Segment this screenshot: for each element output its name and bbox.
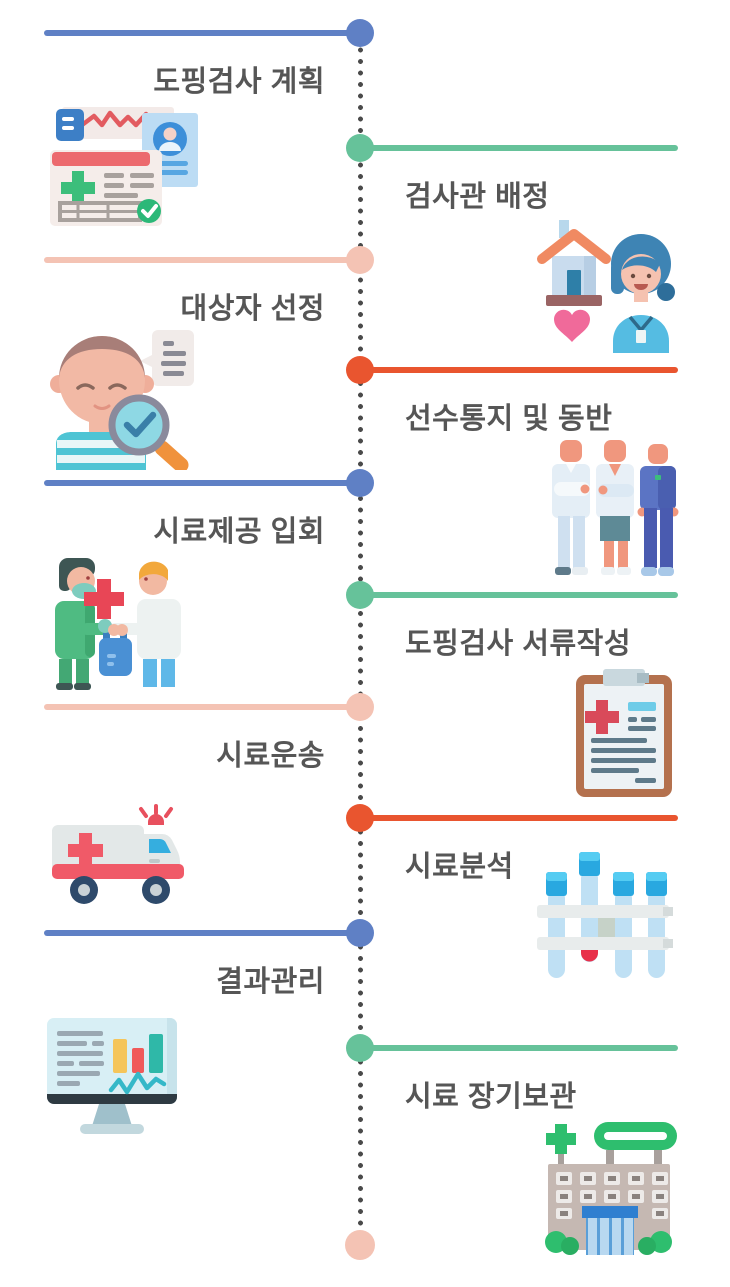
step-label: 시료분석: [405, 851, 514, 883]
athlete-magnifier-icon: [50, 330, 194, 470]
step-label: 결과관리: [216, 966, 325, 998]
timeline-node: [346, 693, 374, 721]
step-label: 시료운송: [216, 740, 325, 772]
timeline-node: [346, 919, 374, 947]
timeline-node: [346, 246, 374, 274]
connector-line: [44, 257, 360, 263]
timeline-end-node: [345, 1230, 375, 1260]
step-label: 도핑검사 서류작성: [405, 628, 631, 660]
timeline-node: [346, 356, 374, 384]
clipboard-document-icon: [576, 669, 672, 797]
step-label: 검사관 배정: [405, 181, 550, 213]
step-label: 대상자 선정: [180, 293, 325, 325]
timeline-node: [346, 469, 374, 497]
step-label: 도핑검사 계획: [153, 66, 325, 98]
connector-line: [360, 145, 678, 151]
athletes-group-icon: [552, 440, 679, 576]
connector-line: [44, 930, 360, 936]
hospital-building-icon: [545, 1122, 677, 1255]
connector-line: [44, 30, 360, 36]
medical-record-icon: [50, 107, 198, 226]
step-label: 시료제공 입회: [153, 516, 325, 548]
timeline-dotted-spine: [358, 33, 363, 1245]
connector-line: [44, 704, 360, 710]
ambulance-icon: [52, 804, 184, 904]
house-nurse-icon: [537, 220, 675, 353]
timeline-node: [346, 19, 374, 47]
step-label: 시료 장기보관: [405, 1081, 577, 1113]
timeline-node: [346, 1034, 374, 1062]
sample-handover-icon: [55, 558, 181, 690]
test-tubes-rack-icon: [537, 852, 673, 978]
connector-line: [360, 592, 678, 598]
timeline-node: [346, 134, 374, 162]
timeline-node: [346, 804, 374, 832]
connector-line: [360, 367, 678, 373]
connector-line: [360, 1045, 678, 1051]
timeline-node: [346, 581, 374, 609]
step-label: 선수통지 및 동반: [405, 403, 613, 435]
connector-line: [360, 815, 678, 821]
monitor-analytics-icon: [47, 1018, 177, 1134]
connector-line: [44, 480, 360, 486]
